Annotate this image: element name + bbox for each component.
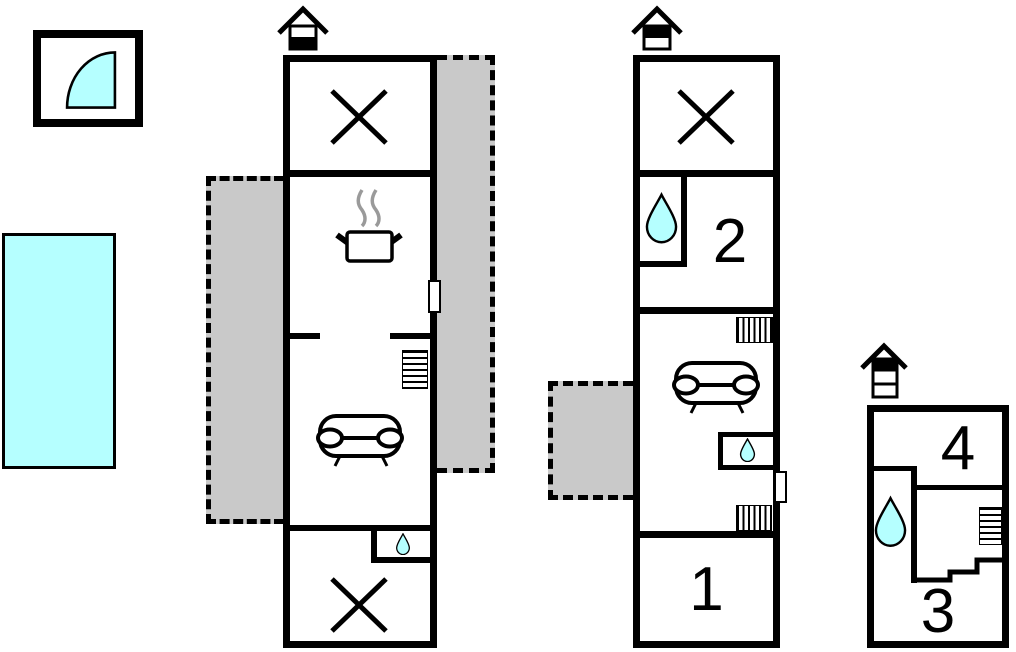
wall bbox=[640, 261, 687, 267]
stairs-icon bbox=[736, 317, 773, 343]
wall bbox=[640, 307, 773, 314]
water-drop-icon bbox=[396, 533, 410, 555]
wall bbox=[874, 466, 917, 471]
terrace-x-icon bbox=[330, 577, 388, 633]
wall bbox=[640, 531, 773, 538]
wall bbox=[718, 432, 773, 437]
chimney-icon bbox=[860, 342, 908, 399]
room-number: 3 bbox=[920, 577, 956, 646]
wall bbox=[290, 170, 430, 177]
sofa-icon bbox=[672, 361, 760, 414]
legend-door-box bbox=[33, 30, 143, 127]
stove-pot-icon bbox=[335, 189, 403, 263]
wall bbox=[390, 333, 430, 339]
chimney-icon bbox=[631, 5, 683, 51]
door-swing-icon bbox=[65, 51, 117, 109]
building-1 bbox=[283, 55, 437, 648]
pool bbox=[2, 233, 116, 469]
stairs-icon bbox=[979, 507, 1002, 545]
wall bbox=[718, 432, 723, 470]
room-number: 4 bbox=[940, 413, 976, 483]
door-icon bbox=[428, 280, 441, 313]
wall bbox=[917, 485, 1002, 490]
wall bbox=[911, 466, 917, 583]
building-2: 2 1 bbox=[633, 55, 780, 648]
terrace-x-icon bbox=[330, 89, 388, 145]
wall bbox=[718, 465, 773, 470]
chimney-icon bbox=[277, 5, 329, 51]
water-drop-icon bbox=[739, 438, 756, 462]
step-wall bbox=[911, 557, 1002, 583]
wall bbox=[681, 177, 687, 267]
steam-icon bbox=[356, 189, 367, 228]
water-drop-icon bbox=[874, 495, 907, 547]
wall bbox=[290, 525, 430, 531]
steam-icon bbox=[370, 189, 381, 228]
wall bbox=[371, 557, 430, 563]
balcony-dashed-area bbox=[548, 381, 633, 500]
balcony-dashed-area bbox=[206, 176, 284, 524]
door-icon bbox=[774, 471, 787, 503]
room-number: 2 bbox=[712, 207, 748, 276]
stairs-icon bbox=[402, 350, 428, 389]
wall bbox=[371, 531, 377, 563]
balcony-dashed-area bbox=[437, 55, 495, 473]
water-drop-icon bbox=[645, 191, 678, 244]
stairs-icon bbox=[736, 505, 772, 531]
terrace-x-icon bbox=[677, 89, 735, 145]
wall bbox=[640, 170, 773, 177]
building-3: 4 3 bbox=[867, 405, 1009, 648]
wall bbox=[290, 333, 320, 339]
room-number: 1 bbox=[689, 554, 724, 624]
sofa-icon bbox=[316, 414, 404, 467]
